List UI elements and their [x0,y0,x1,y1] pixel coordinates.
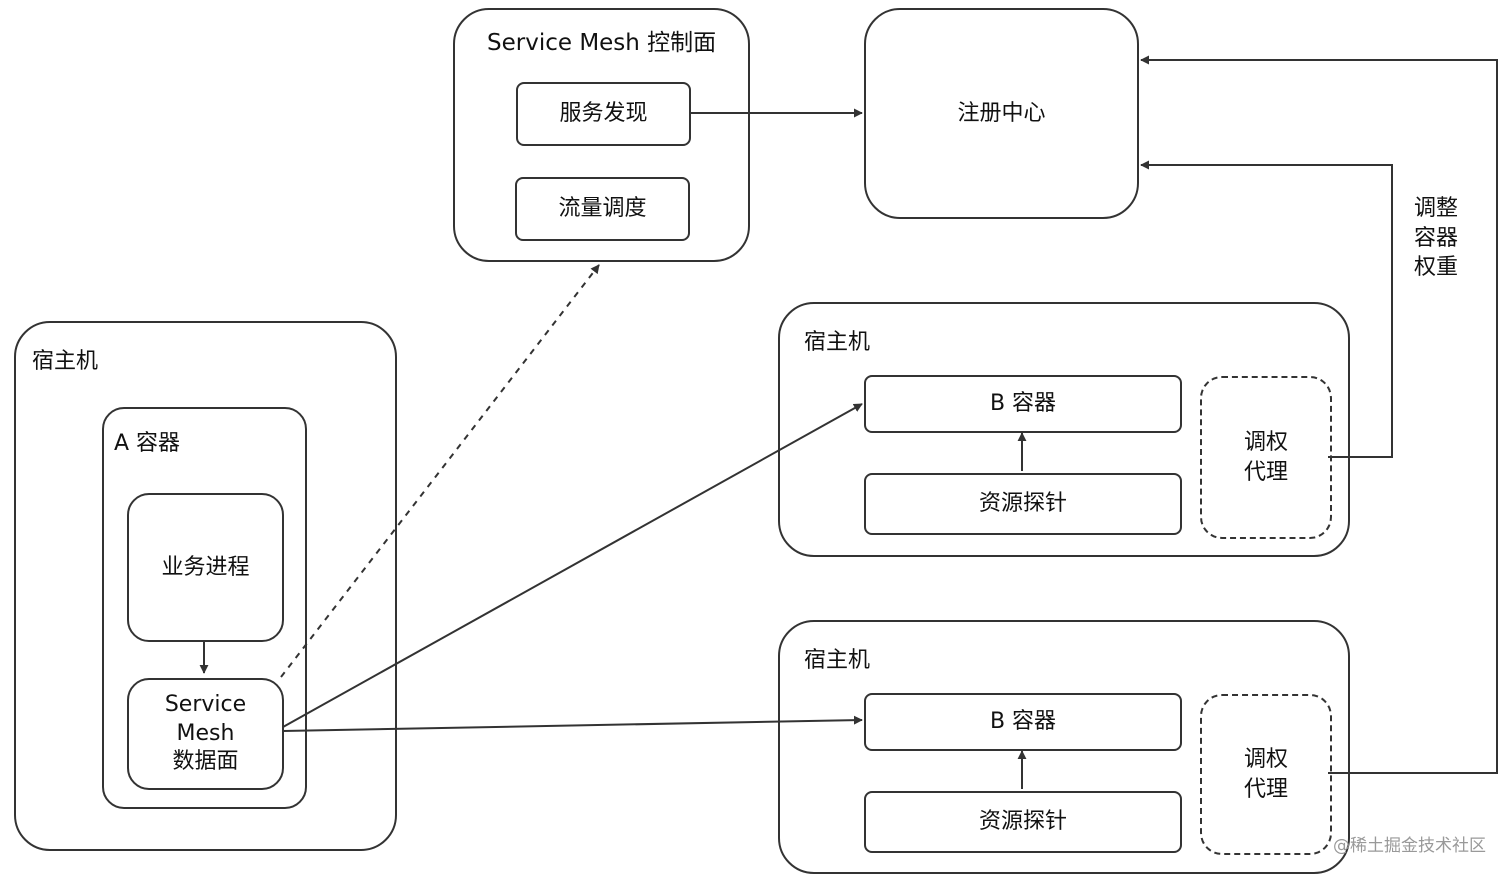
adjust-weight-label: 调整 容器 权重 [1414,196,1459,281]
container-b2-box: B 容器 [864,693,1182,751]
host-b2-title: 宿主机 [804,648,871,673]
probe-b2-box: 资源探针 [864,791,1182,853]
service-discovery-box: 服务发现 [516,82,691,146]
watermark: @稀土掘金技术社区 [1333,836,1486,856]
business-process-box: 业务进程 [127,493,284,642]
container-a-box: A 容器 业务进程 Service Mesh 数据面 [102,407,307,809]
container-b1-box: B 容器 [864,375,1182,433]
traffic-scheduling-box: 流量调度 [515,177,690,241]
control-plane-title: Service Mesh 控制面 [487,30,717,56]
host-b1-box: 宿主机 B 容器 资源探针 调权 代理 [778,302,1350,557]
host-a-title: 宿主机 [32,349,99,374]
proxy-b2-box: 调权 代理 [1200,694,1332,855]
proxy-b1-box: 调权 代理 [1200,376,1332,539]
host-a-box: 宿主机 A 容器 业务进程 Service Mesh 数据面 [14,321,397,851]
registry-center-box: 注册中心 [864,8,1139,219]
host-b1-title: 宿主机 [804,330,871,355]
container-a-title: A 容器 [114,431,181,456]
control-plane-box: Service Mesh 控制面 服务发现 流量调度 [453,8,750,262]
probe-b1-box: 资源探针 [864,473,1182,535]
host-b2-box: 宿主机 B 容器 资源探针 调权 代理 [778,620,1350,874]
mesh-data-plane-box: Service Mesh 数据面 [127,678,284,790]
